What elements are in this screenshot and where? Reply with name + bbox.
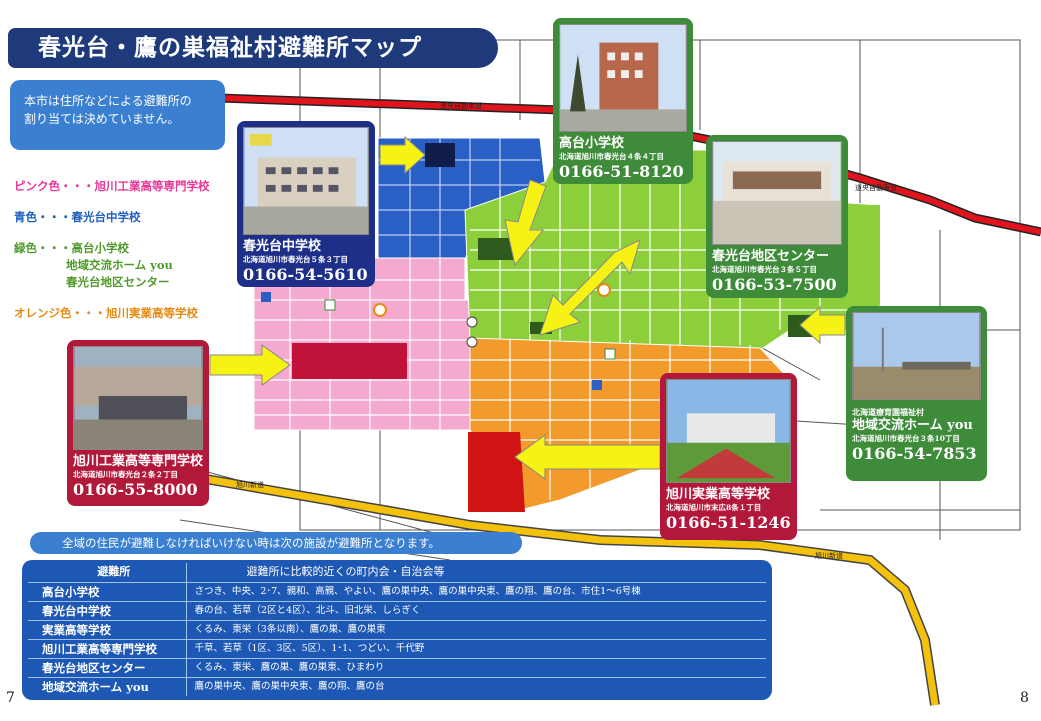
zone-green-east <box>845 205 880 305</box>
legend-green-center: 春光台地区センター <box>66 275 170 289</box>
kosen-photo <box>73 346 203 450</box>
note-line-1: 本市は住所などによる避難所の <box>24 94 192 108</box>
takadai-name: 高台小学校 <box>559 136 625 151</box>
shelter-card-chugakko: 春光台中学校 北海道旭川市春光台５条３丁目 0166-54-5610 <box>237 121 375 287</box>
table-cell-areas: 千草、若草（1区、3区、5区）、1･1、つどい、千代野 <box>186 639 766 659</box>
you-name: 地域交流ホーム you <box>852 418 973 433</box>
zone-pink <box>253 257 476 431</box>
jitsugyo-address: 北海道旭川市末広8条１丁目 <box>666 503 762 512</box>
jitsugyo-name: 旭川実業高等学校 <box>666 487 771 502</box>
center-address: 北海道旭川市春光台３条５丁目 <box>712 265 817 274</box>
legend-green-you: 地域交流ホーム you <box>66 258 173 272</box>
road-label-expressway: 道央自動車道 <box>440 102 482 110</box>
jitsugyo-photo <box>666 379 791 483</box>
shelter-table: 避難所 避難所に比較的近くの町内会・自治会等 高台小学校さつき、中央、2･7、親… <box>22 560 772 700</box>
you-photo <box>852 312 981 400</box>
table-cell-areas: 鷹の巣中央、鷹の巣中央東、鷹の翔、鷹の台 <box>194 680 385 692</box>
table-cell-shelter: 実業高等学校 <box>28 620 187 640</box>
chugakko-name: 春光台中学校 <box>243 239 322 254</box>
table-row: 春光台中学校春の台、若草（2区と4区）、北斗、旧北栄、しらぎく <box>28 601 766 621</box>
table-row: 地域交流ホーム you 鷹の巣中央、鷹の巣中央東、鷹の翔、鷹の台 <box>28 677 766 696</box>
shelter-card-kosen: 旭川工業高等専門学校 北海道旭川市春光台２条２丁目 0166-55-8000 <box>67 340 209 506</box>
table-header-areas: 避難所に比較的近くの町内会・自治会等 <box>186 563 766 583</box>
table-cell-shelter: 春光台地区センター <box>28 658 187 678</box>
road-label-shindo-right: 旭川新道 <box>815 552 843 560</box>
chugakko-photo <box>243 127 369 235</box>
table-cell-shelter: 高台小学校 <box>28 582 187 602</box>
center-phone: 0166-53-7500 <box>712 275 837 294</box>
shelter-card-center: 春光台地区センター 北海道旭川市春光台３条５丁目 0166-53-7500 <box>706 135 848 298</box>
kosen-phone: 0166-55-8000 <box>73 480 198 499</box>
shelter-card-jitsugyo: 旭川実業高等学校 北海道旭川市末広8条１丁目 0166-51-1246 <box>660 373 797 540</box>
table-cell-areas: さつき、中央、2･7、親和、高親、やよい、鷹の巣中央、鷹の巣中央東、鷹の翔、鷹の… <box>186 582 766 602</box>
table-row: 春光台地区センターくるみ、東栄、鷹の巣、鷹の巣東、ひまわり <box>28 658 766 678</box>
chugakko-phone: 0166-54-5610 <box>243 265 368 284</box>
legend-orange: オレンジ色・・・旭川実業高等学校 <box>14 306 198 320</box>
table-cell-shelter: 春光台中学校 <box>28 601 187 621</box>
takadai-school-photo <box>559 24 687 132</box>
page-number-right: 8 <box>1020 690 1029 706</box>
all-area-banner: 全域の住民が避難しなければいけない時は次の施設が避難所となります。 <box>30 532 522 554</box>
legend-green: 緑色・・・高台小学校 <box>14 241 129 255</box>
takadai-address: 北海道旭川市春光台４条４丁目 <box>559 152 664 161</box>
kosen-name: 旭川工業高等専門学校 <box>73 454 204 469</box>
table-header-shelter: 避難所 <box>28 563 187 583</box>
table-cell-areas: 春の台、若草（2区と4区）、北斗、旧北栄、しらぎく <box>186 601 766 621</box>
table-row: 高台小学校さつき、中央、2･7、親和、高親、やよい、鷹の巣中央、鷹の巣中央東、鷹… <box>28 582 766 602</box>
you-org: 北海道療育園福祉村 <box>852 407 924 417</box>
you-phone: 0166-54-7853 <box>852 444 977 463</box>
color-legend: ピンク色・・・旭川工業高等専門学校 青色・・・春光台中学校 緑色・・・高台小学校… <box>8 158 226 330</box>
map-symbols <box>261 283 616 390</box>
kosen-address: 北海道旭川市春光台２条２丁目 <box>73 470 178 479</box>
legend-pink: ピンク色・・・旭川工業高等専門学校 <box>14 179 210 193</box>
table-header-row: 避難所 避難所に比較的近くの町内会・自治会等 <box>28 563 766 583</box>
table-cell-shelter: 地域交流ホーム you <box>28 677 187 696</box>
jitsugyo-phone: 0166-51-1246 <box>666 513 791 532</box>
road-label-expressway-right: 道央自動車道 <box>855 184 897 192</box>
center-photo <box>712 141 842 245</box>
you-address: 北海道旭川市春光台３条10丁目 <box>852 434 960 443</box>
table-cell-shelter: 旭川工業高等専門学校 <box>28 639 187 659</box>
takadai-phone: 0166-51-8120 <box>559 162 684 181</box>
shelter-card-takadai: 高台小学校 北海道旭川市春光台４条４丁目 0166-51-8120 <box>553 18 693 184</box>
table-cell-areas: くるみ、東栄、鷹の巣、鷹の巣東、ひまわり <box>186 658 766 678</box>
road-label-shindo: 旭川新道 <box>236 481 264 489</box>
chugakko-address: 北海道旭川市春光台５条３丁目 <box>243 255 348 264</box>
assignment-note: 本市は住所などによる避難所の 割り当ては決めていません。 <box>10 80 225 150</box>
table-row: 実業高等学校くるみ、東栄（3条以南）、鷹の巣、鷹の巣東 <box>28 620 766 640</box>
center-name: 春光台地区センター <box>712 249 830 264</box>
shelter-card-you: 北海道療育園福祉村 地域交流ホーム you 北海道旭川市春光台３条10丁目 01… <box>846 306 987 481</box>
note-line-2: 割り当ては決めていません。 <box>24 112 180 126</box>
page-number-left: 7 <box>6 690 15 706</box>
page-title: 春光台・鷹の巣福祉村避難所マップ <box>8 28 498 68</box>
legend-blue: 青色・・・春光台中学校 <box>14 210 141 224</box>
table-cell-areas: くるみ、東栄（3条以南）、鷹の巣、鷹の巣東 <box>186 620 766 640</box>
table-row: 旭川工業高等専門学校千草、若草（1区、3区、5区）、1･1、つどい、千代野 <box>28 639 766 659</box>
arrows <box>209 135 846 480</box>
